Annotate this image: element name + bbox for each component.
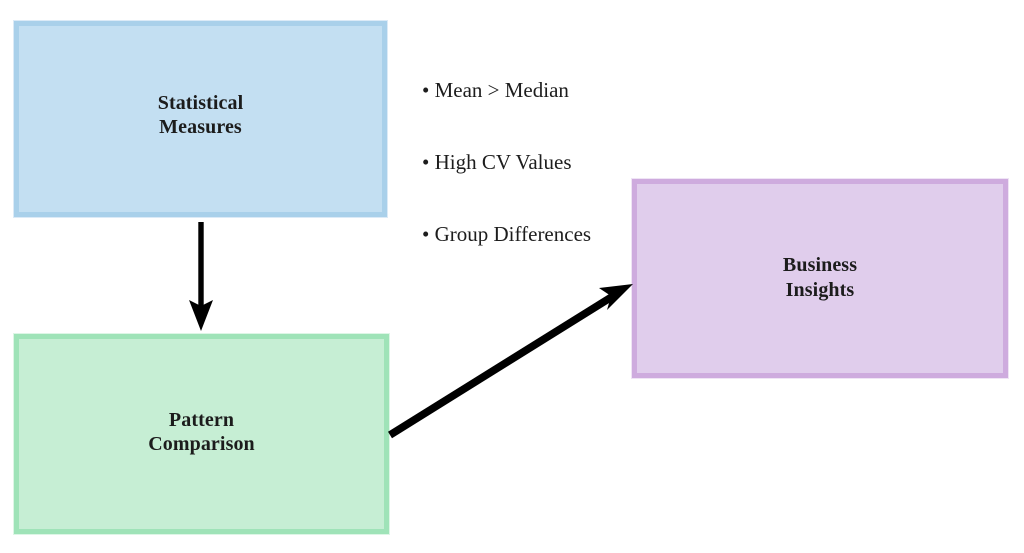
bullet-item-high-cv-values: • High CV Values bbox=[422, 150, 572, 174]
annotation-bullet-list: • Mean > Median • High CV Values • Group… bbox=[422, 80, 637, 296]
node-statistical-measures-label: Statistical Measures bbox=[157, 91, 244, 138]
bullet-item-group-differences: • Group Differences bbox=[422, 222, 592, 246]
node-pattern-comparison[interactable]: Pattern Comparison bbox=[13, 333, 390, 535]
arrow-statistical-to-pattern-icon bbox=[189, 222, 213, 331]
node-statistical-measures[interactable]: Statistical Measures bbox=[13, 20, 388, 218]
node-business-insights[interactable]: Business Insights bbox=[631, 178, 1009, 379]
node-pattern-comparison-label: Pattern Comparison bbox=[148, 408, 255, 455]
bullet-item-mean-greater-than-median: • Mean > Median bbox=[422, 78, 569, 102]
node-business-insights-label: Business Insights bbox=[782, 254, 858, 301]
arrow-pattern-to-insights-icon bbox=[387, 284, 633, 439]
